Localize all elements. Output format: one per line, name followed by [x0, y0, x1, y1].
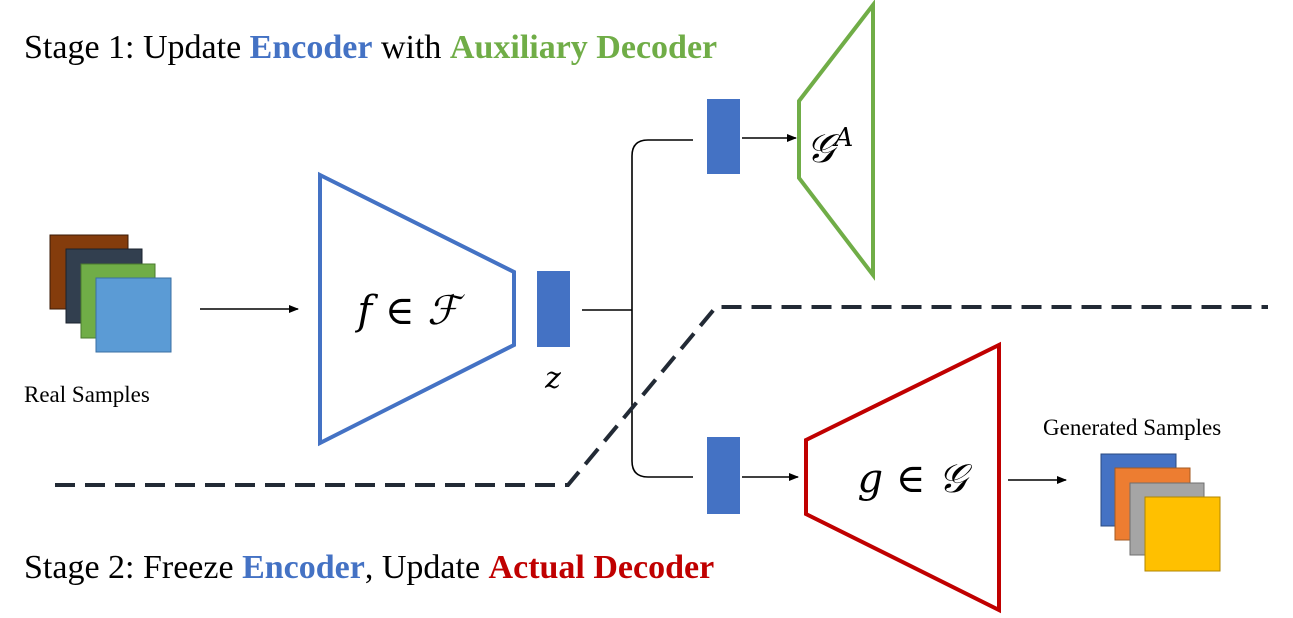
branch-connector [582, 139, 693, 478]
stage2-title: Stage 2: Freeze Encoder, Update Actual D… [24, 549, 714, 586]
actual-latent-block [707, 437, 740, 514]
actual-decoder-math-label: g ∈ 𝒢 [857, 456, 973, 502]
real-samples-label: Real Samples [24, 382, 150, 407]
stage-divider-dashed [55, 305, 1268, 487]
aux-decoder-math-label: 𝒢A [806, 123, 853, 172]
generated-samples-label: Generated Samples [1043, 415, 1221, 440]
actual-decoder-trapezoid [804, 341, 1001, 614]
stage1-title: Stage 1: Update Encoder with Auxiliary D… [24, 29, 717, 66]
latent-block [537, 271, 570, 347]
stage1-aux-decoder-label: Auxiliary Decoder [450, 29, 717, 66]
encoder-trapezoid [318, 171, 516, 447]
generated-samples-stack [1100, 453, 1221, 572]
encoder-math-label: f ∈ ℱ [354, 288, 465, 334]
aux-latent-block [707, 99, 740, 174]
stage2-encoder-label: Encoder [242, 549, 365, 586]
latent-z-label: z [544, 361, 561, 396]
stage1-encoder-label: Encoder [250, 29, 373, 66]
stage2-actual-decoder-label: Actual Decoder [489, 549, 715, 586]
real-samples-stack [49, 234, 172, 353]
aux-decoder-trapezoid [797, 0, 875, 281]
